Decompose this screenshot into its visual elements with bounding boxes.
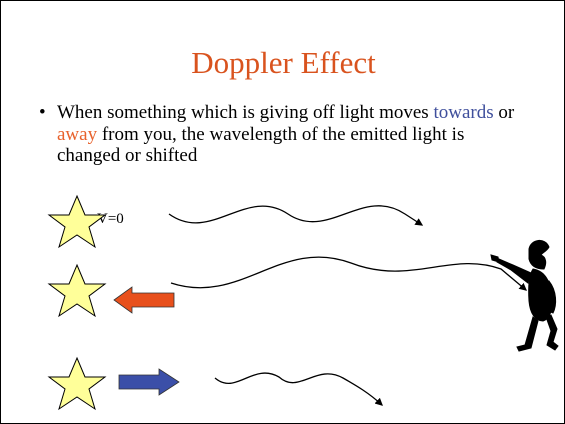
slide-title: Doppler Effect bbox=[191, 45, 376, 80]
towards-word: towards bbox=[433, 102, 494, 123]
wave-rest bbox=[168, 205, 424, 226]
bullet-text: When something which is giving off light… bbox=[57, 102, 527, 167]
star-icon bbox=[47, 356, 107, 411]
left-arrow-icon bbox=[113, 286, 175, 314]
bullet-marker: • bbox=[39, 102, 46, 123]
bullet-text-start: When something which is giving off light… bbox=[57, 102, 434, 123]
right-arrow-icon bbox=[118, 368, 180, 396]
wave-blueshift bbox=[214, 372, 383, 406]
star-icon bbox=[47, 263, 107, 318]
bullet-text-end: from you, the wavelength of the emitted … bbox=[57, 123, 465, 167]
pointing-person-icon bbox=[490, 240, 559, 352]
star-icon bbox=[47, 194, 107, 249]
bullet-text-middle: or bbox=[493, 102, 515, 123]
wave-redshift bbox=[170, 256, 527, 291]
away-word: away bbox=[57, 123, 98, 145]
